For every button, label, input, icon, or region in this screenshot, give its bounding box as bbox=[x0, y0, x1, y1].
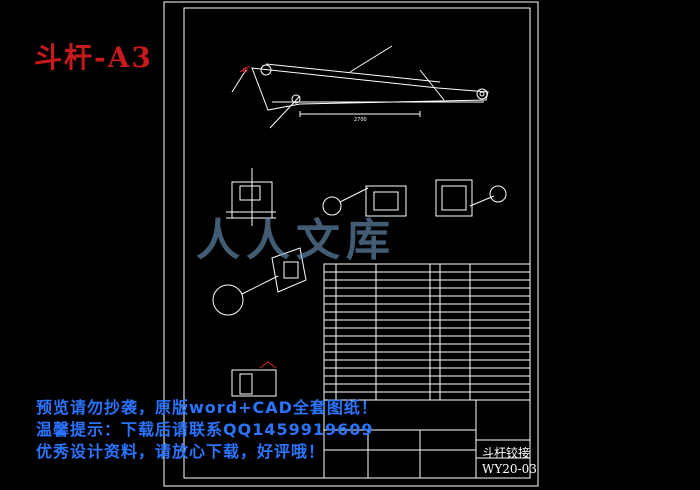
detail-view-d bbox=[212, 247, 307, 316]
title-block-drawing-name: 斗杆铰接 bbox=[482, 446, 531, 460]
document-title: 斗杆-A3 bbox=[34, 41, 153, 74]
sheet-outer-frame bbox=[163, 1, 539, 487]
detail-view-c bbox=[435, 179, 507, 217]
watermark-text: 人人文库 bbox=[196, 215, 396, 266]
promo-line-2: 温馨提示：下载后请联系QQ1459919609 bbox=[36, 420, 374, 439]
arm-main-view bbox=[231, 45, 489, 129]
title-block-frame bbox=[323, 399, 531, 479]
detail-view-b bbox=[322, 185, 407, 217]
parts-list-table bbox=[323, 263, 531, 401]
detail-view-a bbox=[226, 168, 276, 226]
promo-line-1: 预览请勿抄袭，原版word+CAD全套图纸！ bbox=[36, 398, 378, 417]
title-block-drawing-code: WY20-03 bbox=[482, 462, 537, 476]
promo-line-3: 优秀设计资料，请放心下载，好评哦！ bbox=[36, 442, 326, 461]
arm-red-centerline bbox=[239, 65, 251, 73]
detail-view-e bbox=[231, 361, 277, 397]
arm-dimension-label: 2700 bbox=[354, 117, 367, 123]
